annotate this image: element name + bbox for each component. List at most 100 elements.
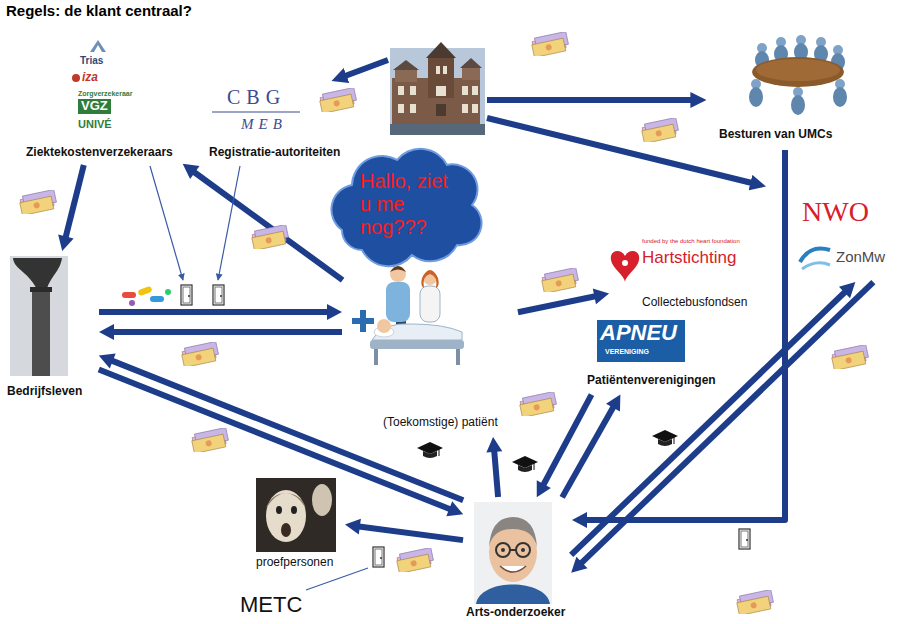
connector-arrow bbox=[183, 164, 343, 280]
logo-graphics bbox=[72, 74, 80, 82]
graduation-hats bbox=[512, 456, 538, 472]
industry: Bedrijfsleven bbox=[4, 254, 96, 404]
umc-boards: Besturen van UMCs bbox=[715, 12, 855, 147]
meeting-table bbox=[833, 87, 847, 107]
patient-illustration bbox=[421, 270, 438, 288]
arrow-head bbox=[839, 282, 855, 298]
patient: (Toekomstige) patiënt bbox=[345, 268, 515, 434]
researcher-photo bbox=[521, 548, 525, 552]
thought-cloud: Hallo, ziet u me nog??? bbox=[322, 140, 482, 264]
patient-illustration bbox=[456, 349, 460, 365]
doors bbox=[373, 547, 384, 567]
money-icons bbox=[396, 547, 435, 573]
connector-line bbox=[494, 451, 498, 497]
money-icons bbox=[541, 267, 580, 293]
meeting-table bbox=[749, 87, 763, 107]
government-arrows bbox=[345, 60, 388, 76]
government-building bbox=[390, 124, 485, 135]
researcher-photo bbox=[501, 548, 505, 552]
researcher-photo bbox=[510, 549, 516, 551]
connector-line bbox=[66, 165, 84, 238]
graduation-hats bbox=[417, 442, 443, 458]
money-icons bbox=[641, 117, 680, 143]
connector-arrow bbox=[99, 369, 463, 516]
graduation-hats bbox=[652, 430, 678, 446]
test-subjects: proefpersonen bbox=[250, 476, 342, 572]
node-label: Registratie-autoriteiten bbox=[209, 146, 340, 160]
government-building bbox=[462, 66, 480, 80]
money-icons bbox=[19, 189, 58, 215]
graduation-hats bbox=[417, 430, 678, 472]
government-building bbox=[410, 86, 416, 95]
government-building bbox=[460, 58, 482, 68]
logo-text: Hartstichting bbox=[642, 248, 736, 268]
connector-line bbox=[562, 407, 613, 498]
money-icons bbox=[519, 391, 558, 417]
government-building bbox=[398, 86, 404, 95]
logo-text: Zorgverzekeraar bbox=[78, 90, 132, 98]
connector-arrow bbox=[518, 289, 609, 313]
government-building bbox=[462, 104, 468, 113]
connector-arrow bbox=[562, 395, 620, 498]
connector-arrow bbox=[571, 282, 873, 573]
arrow-head bbox=[606, 395, 620, 412]
logo-text: iza bbox=[82, 71, 98, 85]
logo-text: Trias bbox=[80, 55, 103, 67]
node-label: Besturen van UMCs bbox=[719, 128, 832, 142]
cloud-text: Hallo, ziet u me nog??? bbox=[360, 170, 460, 239]
patient-illustration bbox=[352, 310, 374, 332]
government-building bbox=[410, 104, 416, 113]
government-building bbox=[472, 104, 478, 113]
test-subject-photo bbox=[266, 493, 306, 508]
thin-leader-arrows bbox=[150, 166, 368, 590]
arrow-head bbox=[593, 289, 609, 305]
pills bbox=[129, 300, 135, 306]
cloud-shape bbox=[331, 149, 481, 266]
government-building bbox=[436, 66, 440, 74]
pills bbox=[150, 296, 164, 302]
government-building bbox=[428, 58, 454, 98]
meeting-table bbox=[756, 59, 840, 81]
funder-logos: NWOZonMw bbox=[792, 196, 898, 280]
government-building bbox=[436, 86, 446, 96]
government-building bbox=[393, 60, 419, 70]
connector-line bbox=[194, 172, 343, 280]
patient-illustration bbox=[377, 319, 391, 333]
logo-graphics bbox=[622, 260, 628, 266]
logo-text: ZonMw bbox=[836, 248, 885, 265]
researcher-photo bbox=[489, 517, 537, 547]
arrow-head bbox=[183, 164, 200, 179]
committee-label: METC bbox=[240, 592, 302, 617]
logo-graphics bbox=[802, 263, 830, 269]
pills bbox=[122, 292, 136, 298]
arrow-head bbox=[572, 512, 587, 528]
government-arrows bbox=[487, 118, 752, 183]
arrow-head bbox=[327, 304, 342, 320]
doors bbox=[213, 285, 224, 305]
test-subject-photo bbox=[291, 506, 297, 514]
patient-association: APNEUVERENIGINGPatiëntenverenigingen bbox=[585, 318, 731, 392]
node-label: (Toekomstige) patiënt bbox=[383, 416, 498, 430]
researcher-photo bbox=[496, 543, 510, 557]
patient-illustration bbox=[374, 349, 378, 365]
test-subject-photo bbox=[256, 478, 336, 552]
arrow-head bbox=[446, 501, 463, 516]
arrow-head bbox=[486, 437, 502, 453]
registration-authority: CBGMEBRegistratie-autoriteiten bbox=[205, 84, 360, 162]
thin-leader-arrows bbox=[150, 166, 183, 280]
meeting-table bbox=[791, 95, 805, 115]
arrow-head bbox=[345, 519, 361, 535]
factory-chimney bbox=[10, 256, 68, 376]
researcher-photo bbox=[476, 585, 550, 605]
pills bbox=[137, 286, 152, 296]
physician-researcher: Arts-onderzoeker bbox=[466, 500, 569, 622]
factory-chimney bbox=[10, 256, 68, 376]
pills bbox=[122, 286, 171, 306]
connector-arrow bbox=[99, 304, 342, 320]
test-subject-photo bbox=[276, 506, 282, 514]
insurer-logos: TriasizaZorgverzekeraarVGZUNIVÉZiektekos… bbox=[22, 38, 200, 162]
money-icons bbox=[191, 427, 230, 453]
logo-graphics bbox=[94, 45, 102, 52]
connector-line bbox=[359, 526, 463, 540]
